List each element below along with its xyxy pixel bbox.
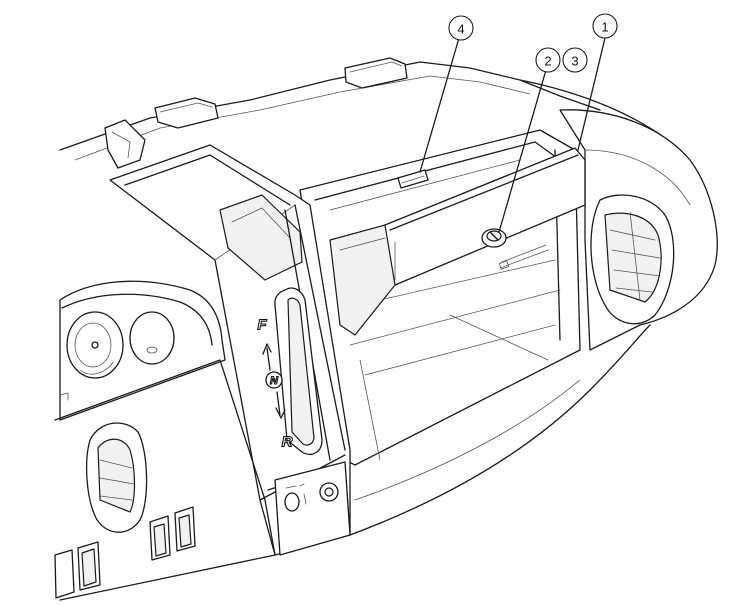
callout-4-label: 4 [457,22,464,37]
gear-indicators: F N R [257,316,293,451]
gear-arrow-down-icon [275,391,286,419]
right-end-cap [559,109,718,351]
latch-striker [397,169,429,189]
shifter-slot [274,287,323,455]
gear-arrow-up-icon [262,343,272,371]
glove-box-lid [329,147,586,336]
gauge-right [129,311,175,365]
callout-3: 3 [562,47,588,73]
gear-neutral-label: N [270,375,279,387]
callout-4: 4 [448,15,474,41]
gear-neutral-badge: N [265,371,283,389]
top-mounting-brackets [104,57,408,169]
dash-switch-4 [54,549,75,599]
air-vent-inner [604,212,662,303]
dashboard-lower-edge [349,324,651,536]
callout-1: 1 [592,13,618,39]
key-switch-icon [284,492,300,512]
callout-2: 2 [535,47,561,73]
dash-switch-1 [149,515,171,561]
callout-3-label: 3 [571,54,578,69]
ignition-plate [274,461,351,556]
leader-4 [419,37,460,173]
gear-reverse-label: R [282,434,293,451]
leader-1 [577,37,606,151]
lower-left-dashboard [54,359,276,601]
callout-leaders [419,37,606,233]
gauge-left [66,311,124,379]
leader-2 [498,69,547,233]
dash-switch-3 [77,541,101,591]
brand-logo-strip [498,244,549,270]
dash-switch-2 [174,506,196,552]
lock-cylinder [481,228,507,248]
gear-forward-label: F [257,317,267,334]
callout-2-label: 2 [544,54,551,69]
console-top-recess [219,194,303,281]
instrument-cluster [59,280,226,421]
callout-1-label: 1 [601,20,608,35]
